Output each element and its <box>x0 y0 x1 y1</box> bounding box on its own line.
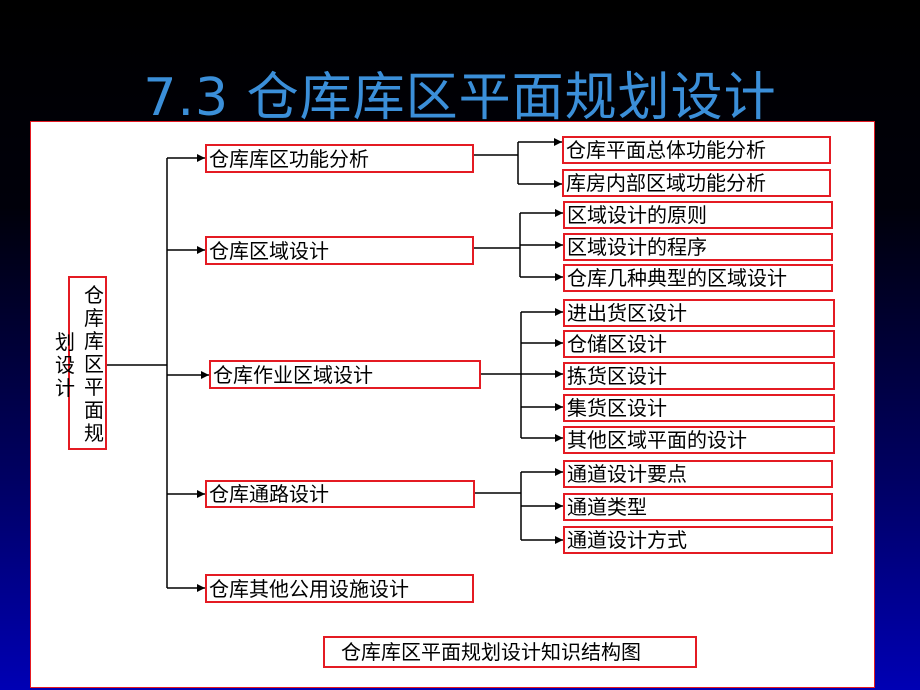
branch-operation-area-design: 仓库作业区域设计 <box>209 360 481 389</box>
root-node-label-tail: 划设计 <box>55 330 75 400</box>
root-node-label: 仓库库区平面规 <box>84 283 104 445</box>
branch-area-design: 仓库区域设计 <box>205 236 474 265</box>
branch-public-facilities-design: 仓库其他公用设施设计 <box>205 574 474 603</box>
leaf-internal-function-analysis: 库房内部区域功能分析 <box>562 169 831 197</box>
leaf-consolidation-area: 集货区设计 <box>563 394 835 422</box>
leaf-storage-area: 仓储区设计 <box>563 330 835 358</box>
leaf-picking-area: 拣货区设计 <box>563 362 835 390</box>
leaf-design-procedure: 区域设计的程序 <box>563 233 833 261</box>
slide-title: 7.3 仓库库区平面规划设计 <box>143 68 777 128</box>
leaf-typical-area-design: 仓库几种典型的区域设计 <box>563 264 833 292</box>
diagram-caption: 仓库库区平面规划设计知识结构图 <box>323 636 697 668</box>
leaf-passage-key-points: 通道设计要点 <box>563 460 833 488</box>
leaf-receiving-shipping-area: 进出货区设计 <box>563 299 835 327</box>
leaf-design-principles: 区域设计的原则 <box>563 201 833 229</box>
branch-function-analysis: 仓库库区功能分析 <box>205 144 474 173</box>
leaf-other-area-layout: 其他区域平面的设计 <box>563 426 835 454</box>
leaf-passage-types: 通道类型 <box>563 493 833 521</box>
branch-passage-design: 仓库通路设计 <box>205 480 475 508</box>
root-node <box>68 276 107 450</box>
leaf-overall-function-analysis: 仓库平面总体功能分析 <box>562 136 831 164</box>
leaf-passage-design-methods: 通道设计方式 <box>563 526 833 554</box>
